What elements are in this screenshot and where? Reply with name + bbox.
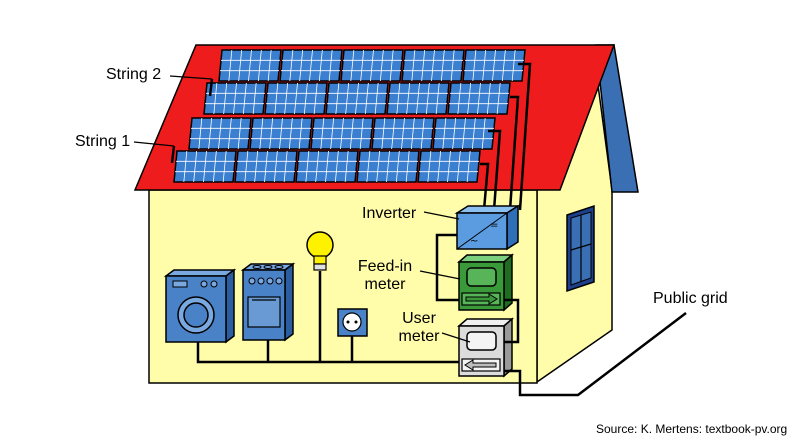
public-grid-label: Public grid	[653, 290, 728, 307]
solar-panel	[310, 117, 374, 150]
string-wiring	[170, 62, 532, 211]
string-2-label: String 2	[106, 66, 162, 83]
solar-panel	[386, 82, 450, 115]
user-meter-icon	[457, 317, 514, 378]
user-meter-label-line2: meter	[398, 328, 440, 345]
solar-panel	[173, 150, 237, 183]
svg-text:=: =	[490, 220, 498, 231]
solar-panel	[218, 49, 282, 82]
solar-panel	[203, 82, 267, 115]
solar-panel	[234, 150, 298, 183]
house-wiring	[196, 233, 687, 397]
solar-panel	[432, 117, 496, 150]
solar-panel	[462, 49, 526, 82]
solar-panel	[295, 150, 359, 183]
inverter-icon: ~ =	[454, 204, 521, 251]
feed-in-meter-label: Feed-in meter	[350, 258, 420, 294]
feed-in-meter-label-line2: meter	[364, 276, 406, 293]
solar-panel	[417, 150, 481, 183]
washing-machine-icon	[163, 268, 237, 344]
feed-in-meter-label-line1: Feed-in	[357, 258, 413, 275]
solar-panel	[188, 117, 252, 150]
user-meter-label-line1: User	[402, 310, 436, 327]
window-icon	[566, 204, 595, 293]
source-credit: Source: K. Mertens: textbook-pv.org	[596, 422, 788, 436]
feed-in-meter-icon	[457, 253, 514, 312]
solar-panel	[279, 49, 343, 82]
solar-panel	[340, 49, 404, 82]
light-bulb-icon	[306, 231, 334, 271]
solar-panel	[356, 150, 420, 183]
socket-icon	[337, 308, 368, 337]
solar-panel	[249, 117, 313, 150]
string-1-label: String 1	[75, 133, 131, 150]
solar-panel	[264, 82, 328, 115]
user-meter-label: User meter	[393, 310, 445, 346]
solar-panel	[371, 117, 435, 150]
inverter-label: Inverter	[362, 205, 417, 222]
svg-text:~: ~	[470, 236, 478, 247]
solar-panel	[325, 82, 389, 115]
solar-panel-array	[173, 49, 526, 183]
label-leaders	[133, 75, 471, 343]
solar-panel	[401, 49, 465, 82]
solar-panel	[447, 82, 511, 115]
stove-icon	[240, 262, 296, 342]
